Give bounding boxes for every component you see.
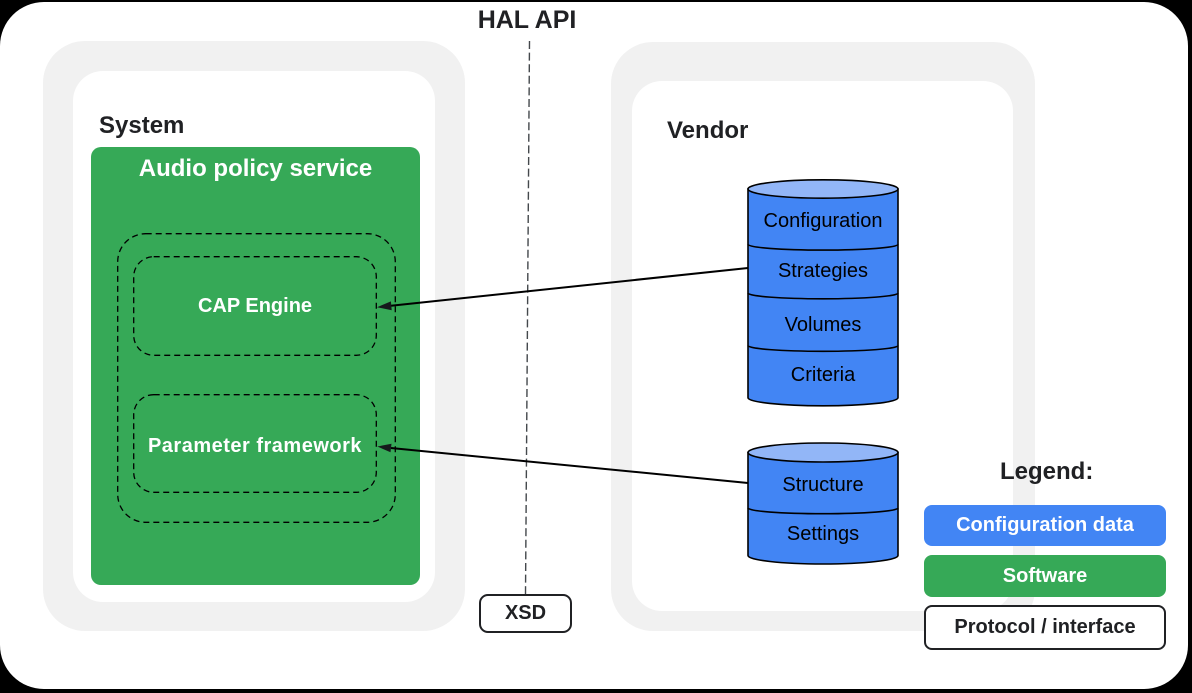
svg-text:Settings: Settings [787,523,859,545]
svg-text:Configuration: Configuration [764,210,883,232]
svg-text:Volumes: Volumes [785,314,862,336]
svg-text:Structure: Structure [782,474,863,496]
svg-text:Criteria: Criteria [791,364,856,386]
svg-text:Strategies: Strategies [778,260,868,282]
